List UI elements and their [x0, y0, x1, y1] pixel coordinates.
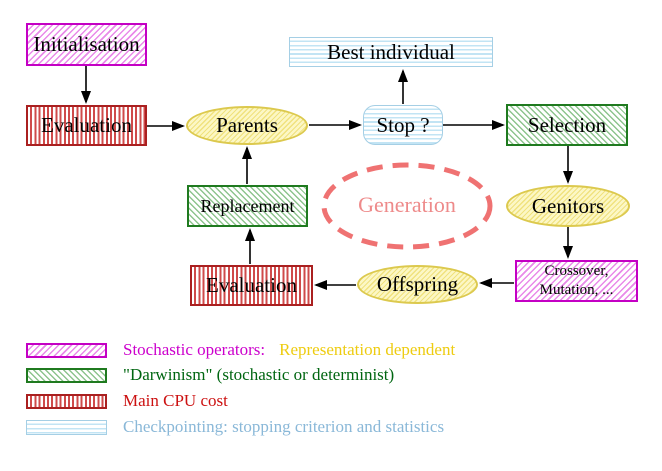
node-best-individual-label: Best individual	[327, 39, 455, 64]
generation-label: Generation	[358, 192, 456, 217]
legend-row-darwinism: "Darwinism" (stochastic or determinist)	[26, 365, 394, 385]
node-parents: Parents	[186, 106, 308, 145]
crossover-line: Crossover,	[544, 263, 609, 280]
node-initialisation: Initialisation	[26, 23, 147, 66]
node-evaluation-top: Evaluation	[26, 105, 147, 146]
legend-label-representation-dependent: Representation dependent	[279, 340, 456, 359]
legend-swatch-cyan-stripes	[26, 419, 107, 435]
generation-cycle-ellipse	[321, 162, 493, 250]
legend-label-checkpointing: Checkpointing: stopping criterion and st…	[123, 417, 445, 436]
node-evaluation-bottom: Evaluation	[190, 265, 313, 306]
legend-label-cpu-cost: Main CPU cost	[123, 391, 228, 410]
node-crossover-mutation: Crossover, Mutation, ...	[515, 260, 638, 302]
node-stop-label: Stop ?	[376, 112, 430, 137]
node-evaluation-bottom-label: Evaluation	[206, 273, 297, 298]
legend-swatch-red-stripes	[26, 393, 107, 409]
node-genitors-label: Genitors	[531, 193, 605, 218]
node-genitors: Genitors	[506, 185, 630, 227]
node-evaluation-top-label: Evaluation	[41, 113, 132, 138]
legend-label-darwinism: "Darwinism" (stochastic or determinist)	[123, 365, 395, 384]
legend-text-stochastic: Stochastic operators: Representation depe…	[123, 340, 455, 360]
node-selection-label: Selection	[527, 112, 607, 137]
node-offspring-label: Offspring	[376, 272, 459, 297]
node-replacement-label: Replacement	[200, 195, 295, 216]
legend-swatch-magenta-hatch	[26, 342, 107, 358]
legend-swatch-green-hatch	[26, 367, 107, 383]
legend-label-stochastic-operators: Stochastic operators:	[123, 340, 266, 359]
node-stop: Stop ?	[363, 105, 443, 145]
node-best-individual: Best individual	[289, 37, 493, 67]
legend-row-checkpointing: Checkpointing: stopping criterion and st…	[26, 417, 444, 437]
mutation-line: Mutation, ...	[539, 282, 614, 298]
node-parents-label: Parents	[216, 113, 278, 138]
node-replacement: Replacement	[187, 185, 308, 227]
node-offspring: Offspring	[357, 265, 478, 304]
node-crossover-mutation-label: Crossover, Mutation, ...	[540, 262, 614, 300]
node-selection: Selection	[506, 104, 628, 146]
legend-row-cpu-cost: Main CPU cost	[26, 391, 228, 411]
node-initialisation-label: Initialisation	[33, 32, 140, 57]
legend-row-stochastic: Stochastic operators: Representation depe…	[26, 340, 455, 360]
